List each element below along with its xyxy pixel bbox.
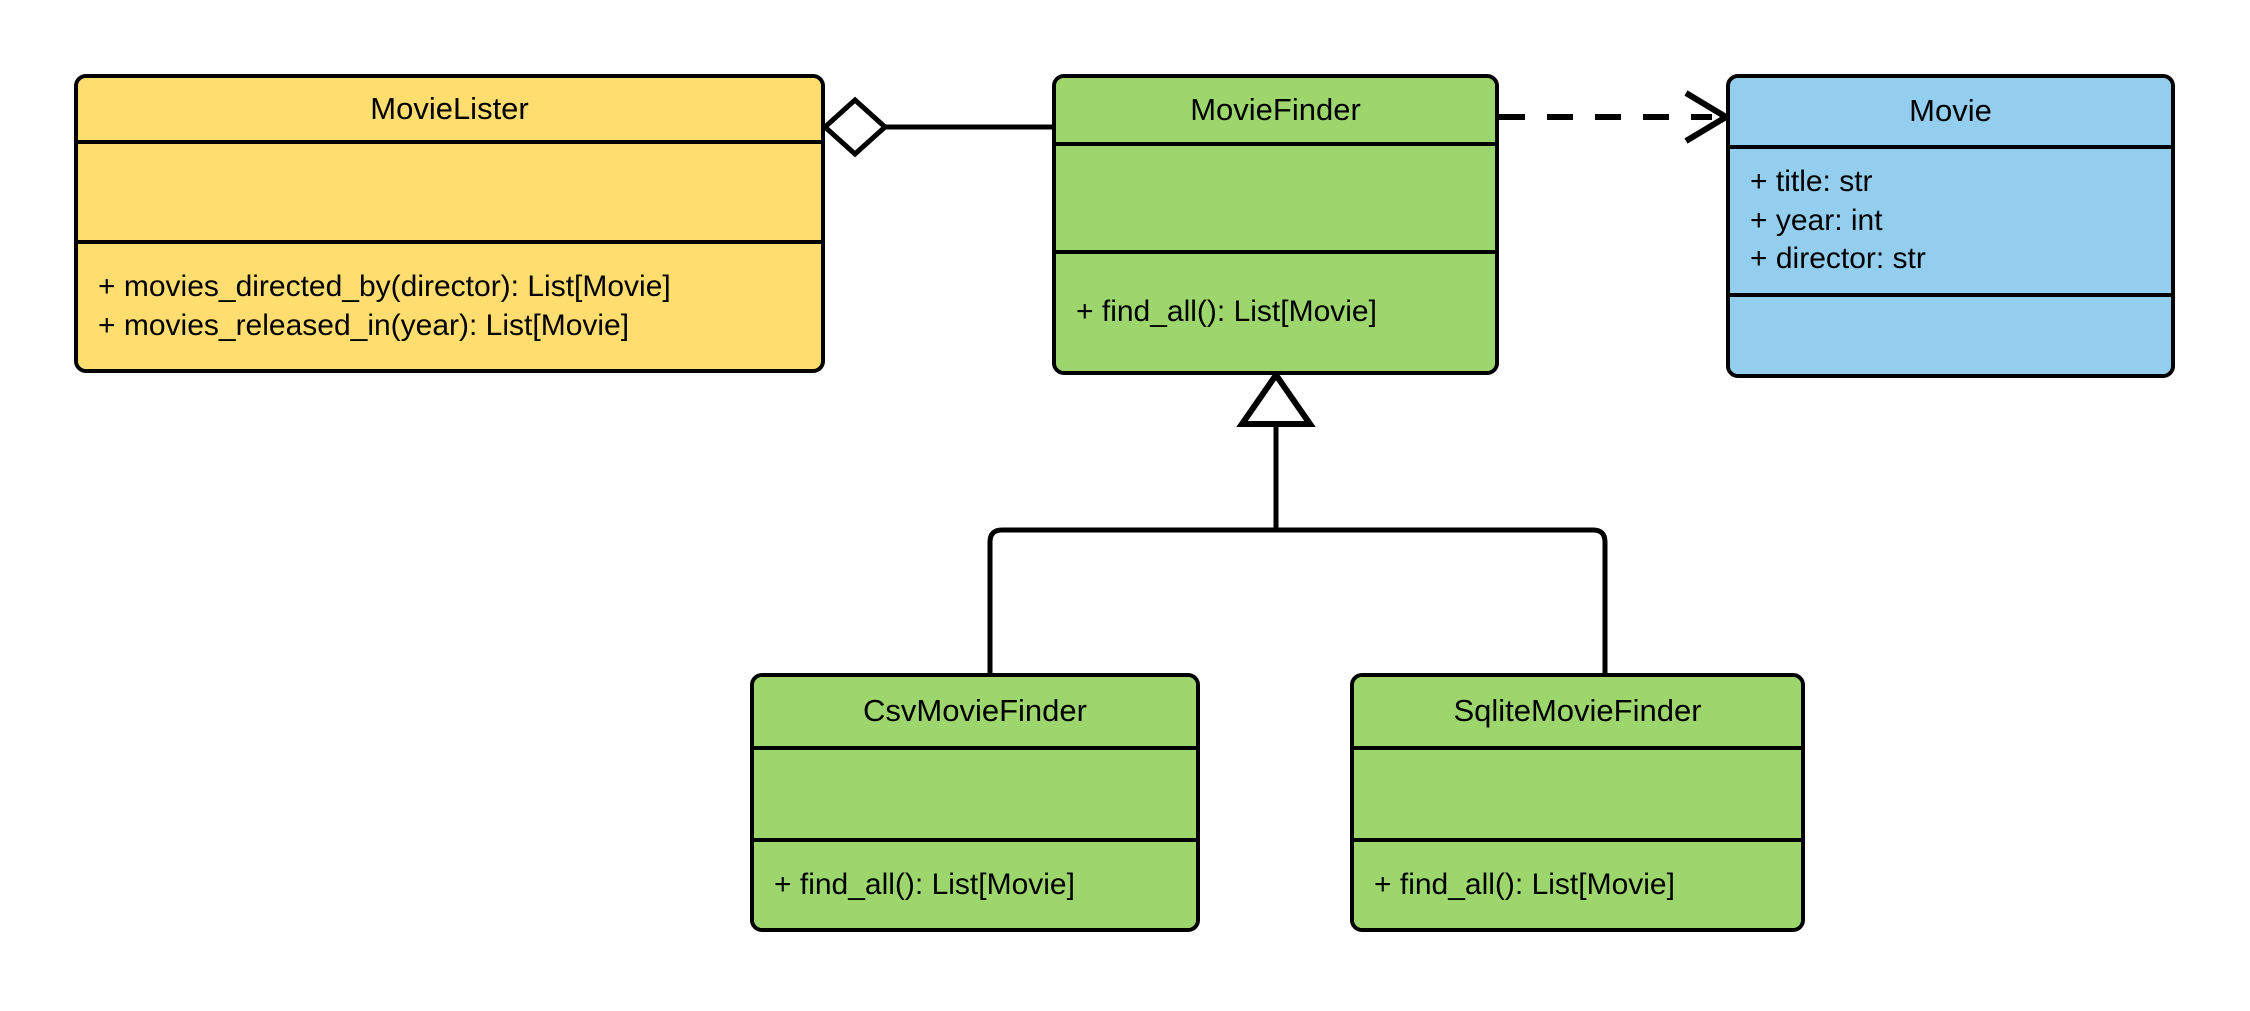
moviefinder-name-compartment: MovieFinder [1056,78,1495,146]
class-name-moviefinder: MovieFinder [1190,91,1361,127]
movielister-attributes-compartment [78,144,821,244]
generalization-branch-sqlite [1276,527,1608,673]
generalization-subclasses-moviefinder [987,369,1608,673]
moviefinder-methods-compartment: + find_all(): List[Movie] [1056,254,1495,371]
movielister-method: + movies_released_in(year): List[Movie] [98,308,630,342]
aggregation-movielister-moviefinder [821,96,1052,158]
dependency-moviefinder-movie [1499,90,1732,144]
sqlitemoviefinder-attributes-compartment [1354,750,1801,842]
hollow-triangle-icon [1236,369,1316,427]
class-box-moviefinder[interactable]: MovieFinder + find_all(): List[Movie] [1052,74,1499,375]
movie-attribute: + director: str [1750,242,1926,276]
class-name-csvmoviefinder: CsvMovieFinder [863,693,1087,729]
movielister-name-compartment: MovieLister [78,78,821,144]
generalization-branch-csv [987,527,1276,673]
class-box-sqlitemoviefinder[interactable]: SqliteMovieFinder + find_all(): List[Mov… [1350,673,1805,932]
csvmoviefinder-name-compartment: CsvMovieFinder [754,677,1196,750]
class-box-csvmoviefinder[interactable]: CsvMovieFinder + find_all(): List[Movie] [750,673,1200,932]
movielister-method: + movies_directed_by(director): List[Mov… [98,270,671,304]
movie-name-compartment: Movie [1730,78,2171,149]
class-name-sqlitemoviefinder: SqliteMovieFinder [1453,693,1702,729]
class-name-movie: Movie [1909,93,1992,129]
movielister-methods-compartment: + movies_directed_by(director): List[Mov… [78,244,821,369]
class-box-movie[interactable]: Movie + title: str + year: int + directo… [1726,74,2175,378]
moviefinder-method: + find_all(): List[Movie] [1076,295,1377,329]
movie-attributes-compartment: + title: str + year: int + director: str [1730,149,2171,297]
class-name-movielister: MovieLister [370,90,529,126]
sqlitemoviefinder-name-compartment: SqliteMovieFinder [1354,677,1801,750]
movie-methods-compartment [1730,297,2171,374]
movie-attribute: + title: str [1750,165,1873,199]
class-box-movielister[interactable]: MovieLister + movies_directed_by(directo… [74,74,825,373]
moviefinder-attributes-compartment [1056,146,1495,254]
csvmoviefinder-methods-compartment: + find_all(): List[Movie] [754,842,1196,928]
movie-attribute: + year: int [1750,203,1883,237]
hollow-diamond-icon [821,96,889,158]
csvmoviefinder-method: + find_all(): List[Movie] [774,867,1075,901]
sqlitemoviefinder-methods-compartment: + find_all(): List[Movie] [1354,842,1801,928]
sqlitemoviefinder-method: + find_all(): List[Movie] [1374,867,1675,901]
open-arrow-icon [1684,90,1732,144]
csvmoviefinder-attributes-compartment [754,750,1196,842]
